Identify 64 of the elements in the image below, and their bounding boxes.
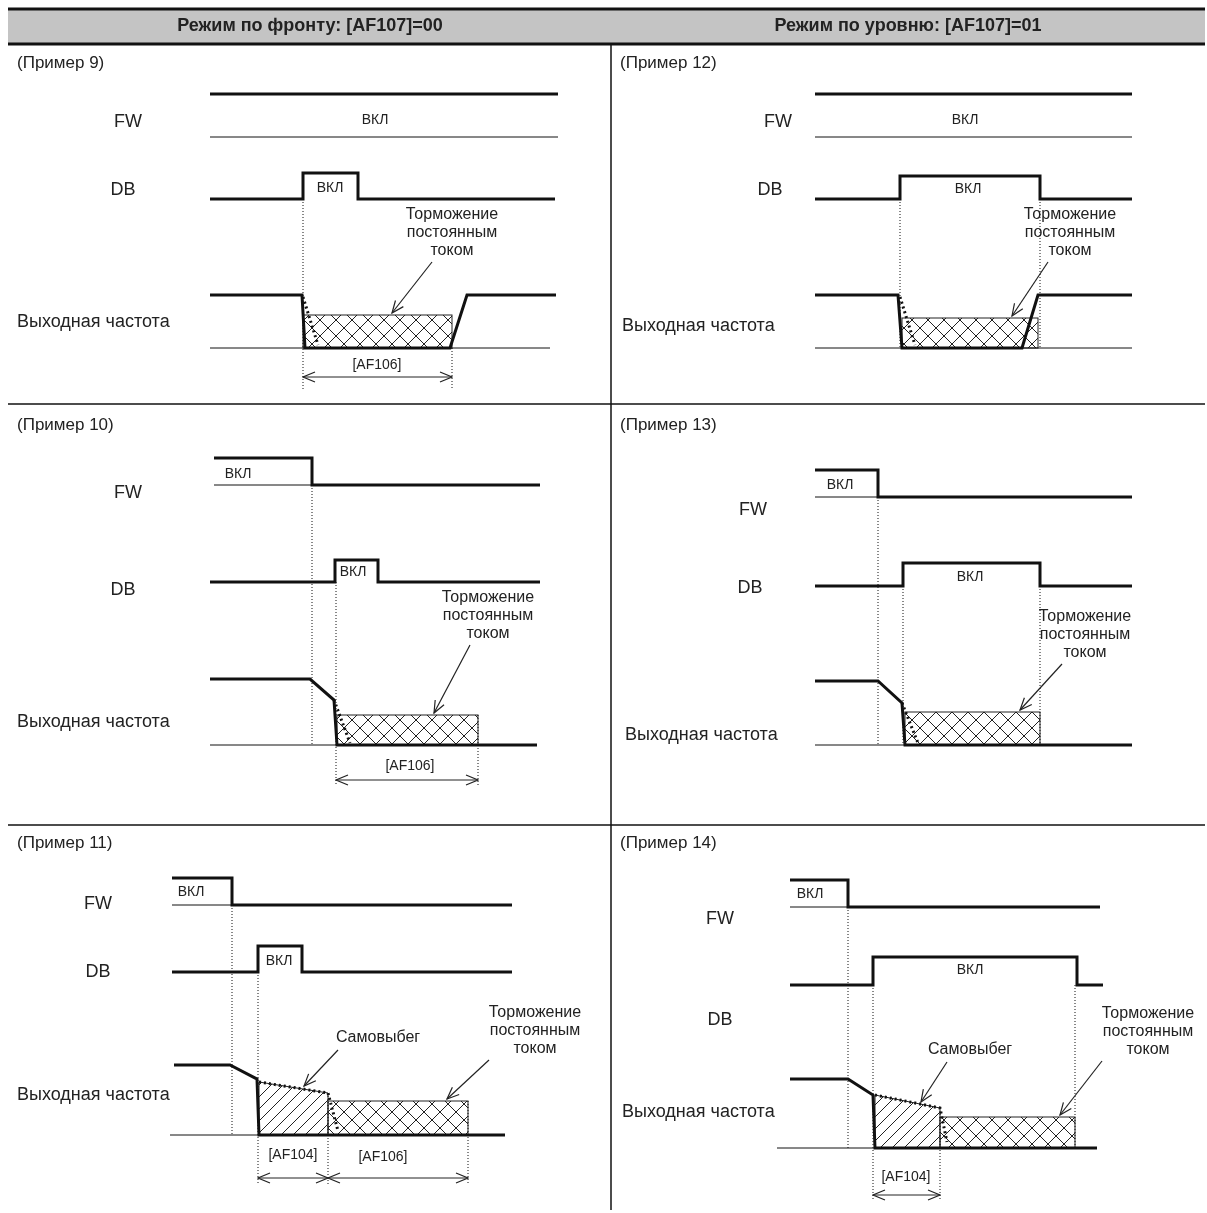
on-state-text: ВКЛ [796, 886, 824, 902]
leader-line [303, 1049, 339, 1087]
leader-line [446, 1059, 490, 1100]
signal-name: Выходная частота [17, 712, 170, 732]
cross-hatched-area [904, 711, 1041, 746]
callout-text: Торможение постоянным током [1018, 205, 1122, 259]
on-state-text: ВКЛ [954, 181, 982, 197]
signal-name: FW [114, 483, 142, 503]
on-state-text: ВКЛ [361, 112, 389, 128]
signal-name: DB [85, 962, 111, 982]
signal-name: DB [110, 580, 136, 600]
cross-hatched-area [901, 317, 1039, 349]
example-number: (Пример 12) [620, 53, 717, 73]
cross-hatched-area [939, 1116, 1076, 1149]
signal-name: FW [706, 909, 734, 929]
column-header: Режим по уровню: [AF107]=01 [774, 16, 1042, 36]
callout-text: Торможение постоянным током [436, 588, 540, 642]
signal-name: FW [764, 112, 792, 132]
on-state-text: ВКЛ [956, 569, 984, 585]
signal-name: Выходная частота [17, 1085, 170, 1105]
on-state-text: ВКЛ [951, 112, 979, 128]
callout-text: Торможение постоянным током [400, 205, 504, 259]
parameter-label: [AF104] [268, 1147, 318, 1163]
cross-hatched-area [336, 714, 479, 746]
column-header: Режим по фронту: [AF107]=00 [177, 16, 443, 36]
callout-text: Торможение постоянным током [483, 1003, 587, 1057]
example-number: (Пример 10) [17, 415, 114, 435]
example-number: (Пример 9) [17, 53, 105, 73]
callout-text: Самовыбег [326, 1028, 430, 1046]
signal-name: DB [737, 578, 763, 598]
on-state-text: ВКЛ [339, 564, 367, 580]
signal-name: FW [739, 500, 767, 520]
leader-line [391, 261, 433, 314]
leader-line [1011, 261, 1049, 317]
parameter-label: [AF106] [358, 1149, 408, 1165]
leader-line [433, 644, 471, 714]
leader-line [1059, 1060, 1103, 1116]
example-number: (Пример 13) [620, 415, 717, 435]
on-state-text: ВКЛ [265, 953, 293, 969]
cross-hatched-area [302, 314, 453, 349]
cross-hatched-area [327, 1100, 469, 1136]
leader-line [920, 1061, 948, 1103]
callout-text: Торможение постоянным током [1096, 1004, 1200, 1058]
signal-name: Выходная частота [622, 316, 775, 336]
on-state-text: ВКЛ [826, 477, 854, 493]
example-number: (Пример 11) [17, 833, 113, 853]
signal-name: DB [110, 180, 136, 200]
signal-name: Выходная частота [622, 1102, 775, 1122]
leader-line [1019, 663, 1063, 711]
parameter-label: [AF104] [881, 1169, 931, 1185]
callout-text: Самовыбег [918, 1040, 1022, 1058]
signal-name: Выходная частота [17, 312, 170, 332]
callout-text: Торможение постоянным током [1033, 607, 1137, 661]
on-state-text: ВКЛ [224, 466, 252, 482]
signal-name: FW [84, 894, 112, 914]
on-state-text: ВКЛ [316, 180, 344, 196]
signal-name: FW [114, 112, 142, 132]
on-state-text: ВКЛ [177, 884, 205, 900]
example-number: (Пример 14) [620, 833, 717, 853]
signal-name: Выходная частота [625, 725, 778, 745]
signal-name: DB [707, 1010, 733, 1030]
on-state-text: ВКЛ [956, 962, 984, 978]
parameter-label: [AF106] [385, 758, 435, 774]
signal-name: DB [757, 180, 783, 200]
